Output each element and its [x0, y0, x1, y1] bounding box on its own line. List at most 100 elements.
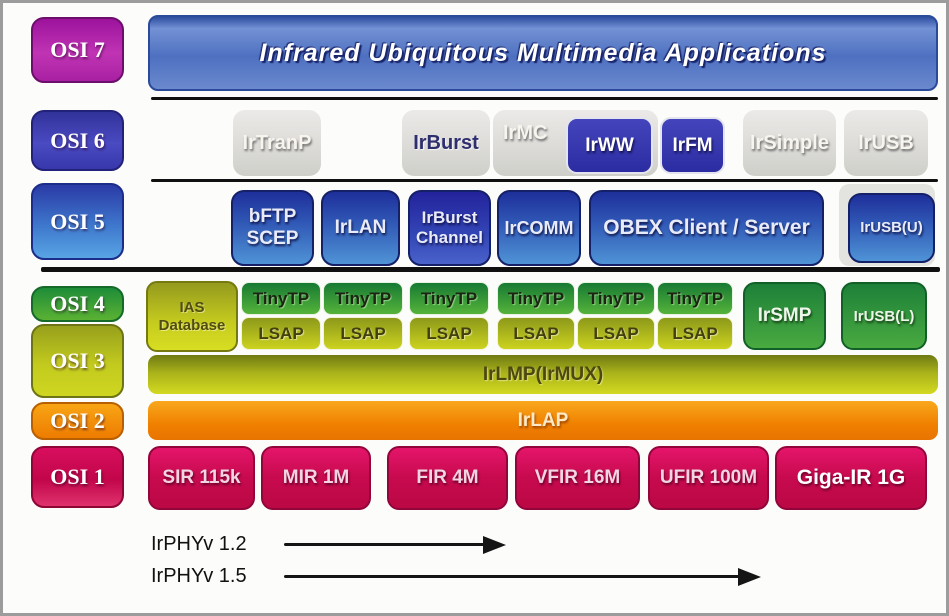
box-irww: IrWW	[566, 117, 653, 174]
osi-layer-2-text: OSI 2	[50, 408, 105, 433]
box-ias-database: IAS Database	[146, 281, 238, 352]
irusb-u-text: IrUSB(U)	[860, 219, 923, 237]
box-tinytp-3: TinyTP	[409, 282, 489, 315]
lsap-6-text: LSAP	[672, 323, 718, 343]
box-tinytp-5: TinyTP	[577, 282, 655, 315]
box-lsap-6: LSAP	[657, 317, 733, 350]
ias-line2: Database	[158, 316, 226, 334]
box-ircomm: IrCOMM	[497, 190, 581, 266]
sir-115k-text: SIR 115k	[162, 467, 241, 488]
box-lsap-5: LSAP	[577, 317, 655, 350]
irusb-l-text: IrUSB(L)	[853, 307, 915, 325]
box-irusb-l: IrUSB(L)	[841, 282, 927, 350]
irphy-15-label: IrPHYv 1.5	[151, 563, 281, 589]
bar-irlap: IrLAP	[148, 401, 938, 440]
irtranp-text: IrTranP	[242, 131, 312, 154]
irphy-12-text: IrPHYv 1.2	[151, 532, 247, 555]
box-lsap-3: LSAP	[409, 317, 489, 350]
irlap-text: IrLAP	[517, 409, 569, 431]
box-obex-client-server: OBEX Client / Server	[589, 190, 824, 266]
bftp-text: bFTP	[248, 206, 297, 228]
applications-banner-text: Infrared Ubiquitous Multimedia Applicati…	[259, 38, 827, 67]
ufir-100m-text: UFIR 100M	[659, 467, 758, 488]
arrow-right-icon	[738, 568, 761, 586]
irsimple-text: IrSimple	[750, 131, 829, 154]
separator-line-osi6-osi5	[151, 179, 938, 182]
box-irfm: IrFM	[660, 117, 725, 174]
box-ufir-100m: UFIR 100M	[648, 446, 769, 510]
osi-layer-6-label: OSI 6	[31, 110, 124, 171]
osi-layer-1-label: OSI 1	[31, 446, 124, 508]
irsmp-text: IrSMP	[757, 305, 812, 326]
arrow-right-icon	[483, 536, 506, 554]
box-irsmp: IrSMP	[743, 282, 826, 350]
giga-ir-1g-text: Giga-IR 1G	[796, 466, 906, 489]
box-fir-4m: FIR 4M	[387, 446, 508, 510]
box-irburst-channel: IrBurst Channel	[408, 190, 491, 266]
osi-layer-7-text: OSI 7	[50, 37, 105, 62]
vfir-16m-text: VFIR 16M	[534, 467, 621, 488]
irlan-text: IrLAN	[334, 217, 387, 239]
tinytp-4-text: TinyTP	[507, 288, 565, 308]
box-tinytp-4: TinyTP	[497, 282, 575, 315]
tinytp-5-text: TinyTP	[587, 288, 645, 308]
osi-layer-3-text: OSI 3	[50, 348, 105, 373]
lsap-3-text: LSAP	[426, 323, 472, 343]
osi-layer-4-label: OSI 4	[31, 286, 124, 322]
box-irusb-u: IrUSB(U)	[848, 193, 935, 263]
irusb-text: IrUSB	[858, 131, 914, 154]
box-tinytp-6: TinyTP	[657, 282, 733, 315]
box-irburst: IrBurst	[402, 110, 490, 176]
osi-layer-5-label: OSI 5	[31, 183, 124, 260]
separator-line-osi7-osi6	[151, 97, 938, 100]
separator-line-osi5-osi4	[41, 267, 940, 272]
fir-4m-text: FIR 4M	[416, 467, 479, 488]
box-sir-115k: SIR 115k	[148, 446, 255, 510]
lsap-2-text: LSAP	[340, 323, 386, 343]
box-vfir-16m: VFIR 16M	[515, 446, 640, 510]
ircomm-text: IrCOMM	[504, 217, 574, 238]
osi-layer-4-text: OSI 4	[50, 291, 105, 316]
obex-text: OBEX Client / Server	[603, 215, 810, 239]
irmc-text: IrMC	[503, 122, 548, 144]
osi-layer-2-label: OSI 2	[31, 402, 124, 440]
irfm-text: IrFM	[672, 134, 713, 156]
osi-layer-3-label: OSI 3	[31, 324, 124, 398]
tinytp-1-text: TinyTP	[252, 288, 310, 308]
tinytp-2-text: TinyTP	[334, 288, 392, 308]
irww-text: IrWW	[585, 134, 634, 156]
box-tinytp-1: TinyTP	[241, 282, 321, 315]
bar-irlmp: IrLMP(IrMUX)	[148, 355, 938, 394]
irlmp-text: IrLMP(IrMUX)	[482, 363, 604, 385]
box-lsap-2: LSAP	[323, 317, 403, 350]
box-giga-ir-1g: Giga-IR 1G	[775, 446, 927, 510]
osi-layer-7-label: OSI 7	[31, 17, 124, 83]
osi-layer-1-text: OSI 1	[50, 464, 105, 489]
irphy-12-arrow-line	[284, 543, 484, 546]
lsap-4-text: LSAP	[513, 323, 559, 343]
scep-text: SCEP	[246, 228, 299, 249]
irburst-text: IrBurst	[413, 131, 479, 154]
osi-layer-6-text: OSI 6	[50, 127, 105, 153]
irphy-15-arrow-line	[284, 575, 739, 578]
mir-1m-text: MIR 1M	[282, 467, 350, 488]
irburst-channel-line2: Channel	[415, 228, 484, 247]
irphy-15-text: IrPHYv 1.5	[151, 564, 247, 587]
ias-line1: IAS	[179, 298, 205, 316]
irburst-channel-line1: IrBurst	[421, 208, 478, 228]
lsap-1-text: LSAP	[258, 323, 304, 343]
tinytp-6-text: TinyTP	[666, 288, 724, 308]
box-irusb: IrUSB	[844, 110, 928, 176]
box-mir-1m: MIR 1M	[261, 446, 371, 510]
tinytp-3-text: TinyTP	[420, 288, 478, 308]
irphy-12-label: IrPHYv 1.2	[151, 531, 281, 557]
box-tinytp-2: TinyTP	[323, 282, 403, 315]
lsap-5-text: LSAP	[593, 323, 639, 343]
box-irsimple: IrSimple	[743, 110, 836, 176]
applications-banner: Infrared Ubiquitous Multimedia Applicati…	[148, 15, 938, 91]
box-bftp-scep: bFTP SCEP	[231, 190, 314, 266]
osi-layer-5-text: OSI 5	[50, 208, 105, 234]
box-lsap-4: LSAP	[497, 317, 575, 350]
box-lsap-1: LSAP	[241, 317, 321, 350]
